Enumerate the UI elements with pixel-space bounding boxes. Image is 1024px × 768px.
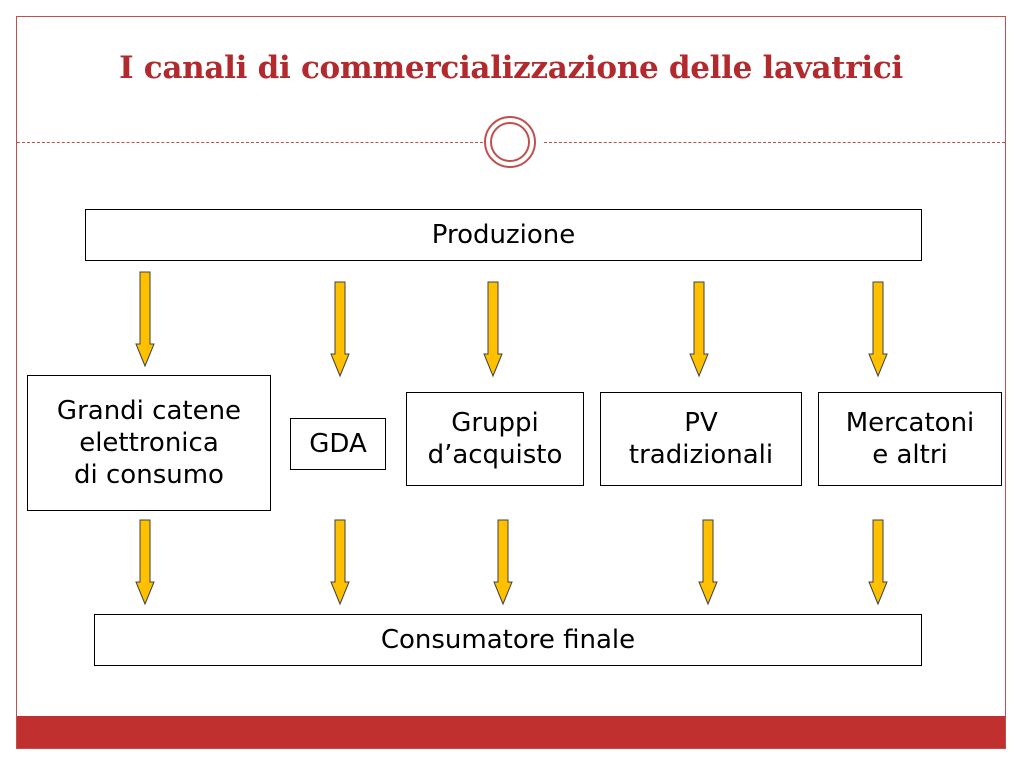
node-pv-tradizionali: PV tradizionali: [600, 392, 802, 486]
node-consumatore: Consumatore finale: [94, 614, 922, 666]
footer-bar: [17, 716, 1005, 748]
title-divider-left: [17, 142, 483, 143]
node-mercatoni: Mercatoni e altri: [818, 392, 1002, 486]
node-produzione: Produzione: [85, 209, 922, 261]
slide-frame: [16, 16, 1006, 749]
slide-title: I canali di commercializzazione delle la…: [119, 50, 903, 86]
node-grandi-catene: Grandi catene elettronica di consumo: [27, 375, 271, 511]
node-gruppi-acquisto: Gruppi d’acquisto: [406, 392, 584, 486]
title-divider-right: [544, 142, 1005, 143]
node-gda: GDA: [290, 418, 386, 470]
divider-ring-ornament: [484, 116, 536, 168]
